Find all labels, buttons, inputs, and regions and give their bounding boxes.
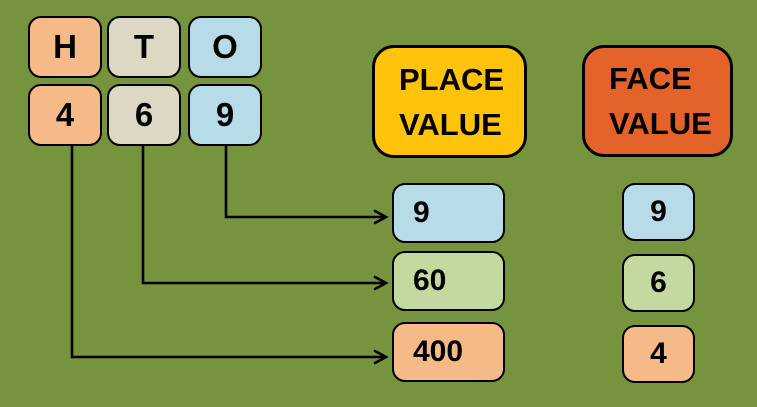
place-value-ones-box: 9 (392, 183, 505, 243)
face-value-tens-value: 6 (650, 266, 667, 299)
place-value-hundreds-value: 400 (413, 335, 464, 368)
face-value-header-line1: FACE (609, 61, 692, 96)
column-header-hundreds-label: H (53, 28, 77, 65)
digit-tens: 6 (107, 84, 181, 146)
face-value-hundreds-box: 4 (622, 325, 695, 383)
place-value-header: PLACE VALUE (372, 45, 527, 158)
place-value-header-line2: VALUE (399, 106, 502, 142)
column-header-hundreds: H (28, 16, 102, 78)
digit-ones-value: 9 (215, 96, 235, 133)
place-value-header-line1: PLACE (399, 61, 505, 97)
arrow-ones-to-place-value (224, 144, 389, 225)
place-value-tens-value: 60 (413, 264, 447, 297)
arrow-tens-to-place-value (141, 144, 389, 291)
digit-tens-value: 6 (134, 96, 154, 133)
column-header-ones-label: O (212, 28, 238, 65)
digit-hundreds: 4 (28, 84, 102, 146)
face-value-ones-value: 9 (650, 195, 667, 228)
face-value-header: FACE VALUE (582, 45, 733, 157)
digit-hundreds-value: 4 (55, 96, 75, 133)
face-value-tens-box: 6 (622, 254, 695, 312)
place-value-tens-box: 60 (392, 251, 505, 311)
column-header-tens-label: T (133, 28, 155, 65)
column-header-ones: O (188, 16, 262, 78)
face-value-ones-box: 9 (622, 183, 695, 241)
place-value-hundreds-box: 400 (392, 322, 505, 382)
arrow-hundreds-to-place-value (70, 144, 389, 365)
face-value-header-line2: VALUE (609, 106, 712, 141)
place-value-ones-value: 9 (413, 196, 430, 229)
column-header-tens: T (107, 16, 181, 78)
digit-ones: 9 (188, 84, 262, 146)
face-value-hundreds-value: 4 (650, 337, 667, 370)
